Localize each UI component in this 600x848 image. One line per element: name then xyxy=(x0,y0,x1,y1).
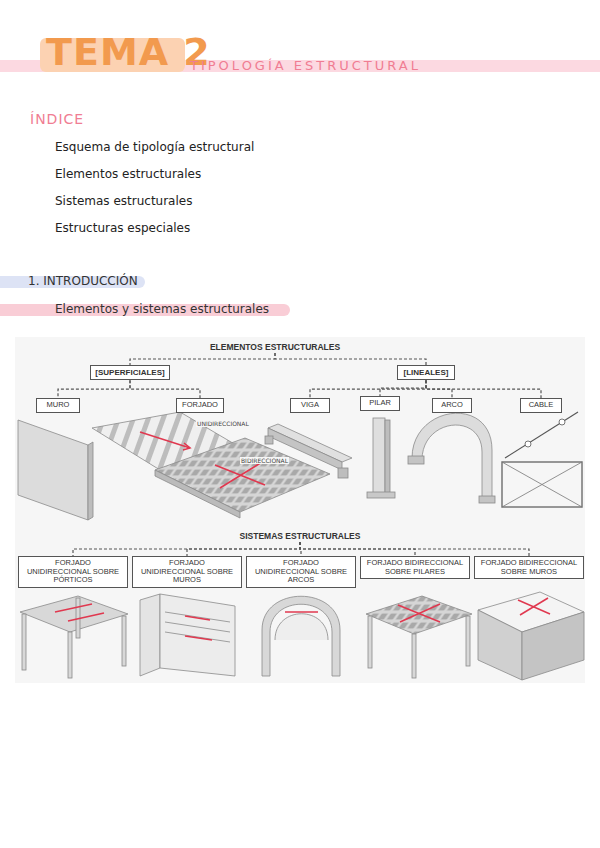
subsection-heading: Elementos y sistemas estructurales xyxy=(55,302,269,316)
tree-connector xyxy=(275,353,426,365)
category-box: VIGA xyxy=(290,398,330,413)
tree-connector xyxy=(300,542,529,556)
tree-connector xyxy=(426,380,541,398)
category-box: CABLE xyxy=(520,398,562,413)
index-item: Esquema de tipología estructural xyxy=(55,140,254,154)
part-label: BIDIRECCIONAL xyxy=(240,457,289,464)
part-label: UNIDIRECCIONAL xyxy=(196,420,250,427)
box-text: SISTEMAS ESTRUCTURALES xyxy=(227,531,373,541)
group-heading: SISTEMAS ESTRUCTURALES xyxy=(225,530,375,542)
box-text: FORJADO UNIDIRECCIONAL SOBRE ARCOS xyxy=(250,559,352,585)
group-heading: ELEMENTOS ESTRUCTURALES xyxy=(200,341,350,353)
box-text: FORJADO BIDIRECCIONAL SOBRE MUROS xyxy=(478,559,580,576)
tree-connector xyxy=(130,380,200,398)
tree-connector xyxy=(130,353,275,365)
index-item: Elementos estructurales xyxy=(55,167,201,181)
index-item: Sistemas estructurales xyxy=(55,194,192,208)
box-text: FORJADO BIDIRECCIONAL SOBRE PILARES xyxy=(364,559,466,576)
tree-connector xyxy=(380,380,426,396)
tree-connector xyxy=(73,542,300,556)
section-heading: 1. INTRODUCCIÓN xyxy=(28,274,138,288)
category-box: FORJADO UNIDIRECCIONAL SOBRE PÓRTICOS xyxy=(18,556,128,588)
page-title: TEMA 2 xyxy=(46,30,211,74)
category-box: FORJADO UNIDIRECCIONAL SOBRE MUROS xyxy=(132,556,242,588)
subtitle: TIPOLOGÍA ESTRUCTURAL xyxy=(190,58,421,73)
box-text: ELEMENTOS ESTRUCTURALES xyxy=(202,342,348,352)
box-text: ARCO xyxy=(436,401,468,410)
box-text: [SUPERFICIALES] xyxy=(94,368,166,377)
tree-connector xyxy=(187,542,300,556)
category-box: FORJADO xyxy=(176,398,224,413)
category-box: FORJADO BIDIRECCIONAL SOBRE MUROS xyxy=(474,556,584,579)
tree-connector xyxy=(300,542,415,556)
index-item: Estructuras especiales xyxy=(55,221,190,235)
box-text: CABLE xyxy=(524,401,558,410)
tree-connector xyxy=(58,380,130,398)
category-box: PILAR xyxy=(360,396,400,411)
box-text: VIGA xyxy=(294,401,326,410)
box-text: FORJADO UNIDIRECCIONAL SOBRE MUROS xyxy=(136,559,238,585)
category-box: FORJADO UNIDIRECCIONAL SOBRE ARCOS xyxy=(246,556,356,588)
box-text: FORJADO xyxy=(180,401,220,410)
box-text: FORJADO UNIDIRECCIONAL SOBRE PÓRTICOS xyxy=(22,559,124,585)
category-box: ARCO xyxy=(432,398,472,413)
box-text: MURO xyxy=(40,401,76,410)
box-text: [LINEALES] xyxy=(401,368,451,377)
category-box: [SUPERFICIALES] xyxy=(90,365,170,380)
category-box: FORJADO BIDIRECCIONAL SOBRE PILARES xyxy=(360,556,470,579)
index-heading: ÍNDICE xyxy=(30,111,84,127)
box-text: PILAR xyxy=(364,399,396,408)
category-box: MURO xyxy=(36,398,80,413)
category-box: [LINEALES] xyxy=(397,365,455,380)
